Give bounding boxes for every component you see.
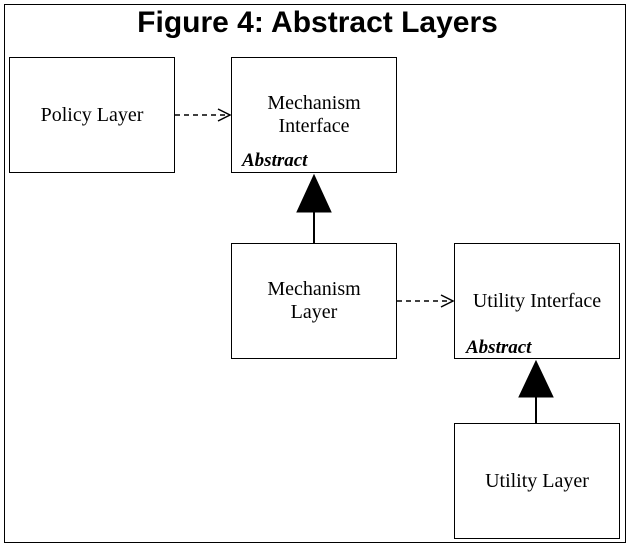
mechanism-layer-label: Mechanism Layer (267, 278, 361, 323)
open-arrowhead-icon (440, 294, 455, 308)
mechanism-interface-label: Mechanism Interface (267, 92, 361, 137)
figure-frame (4, 4, 626, 543)
utility-interface-stereotype: Abstract (466, 337, 532, 358)
mechanism-layer-box: Mechanism Layer (231, 243, 397, 359)
policy-layer-box: Policy Layer (9, 57, 175, 173)
policy-layer-label: Policy Layer (40, 103, 144, 126)
inheritance-triangle-icon (296, 173, 332, 213)
utility-interface-label: Utility Interface (472, 290, 602, 312)
inheritance-triangle-icon (518, 359, 554, 398)
mechanism-interface-box: Mechanism Interface (231, 57, 397, 173)
utility-interface-box: Utility Interface (454, 243, 620, 359)
utility-layer-box: Utility Layer (454, 423, 620, 539)
mechanism-interface-stereotype: Abstract (242, 150, 308, 171)
open-arrowhead-icon (217, 108, 232, 122)
figure-title: Figure 4: Abstract Layers (0, 4, 635, 42)
utility-layer-label: Utility Layer (485, 469, 589, 492)
figure-title-text: Figure 4: Abstract Layers (131, 6, 504, 39)
